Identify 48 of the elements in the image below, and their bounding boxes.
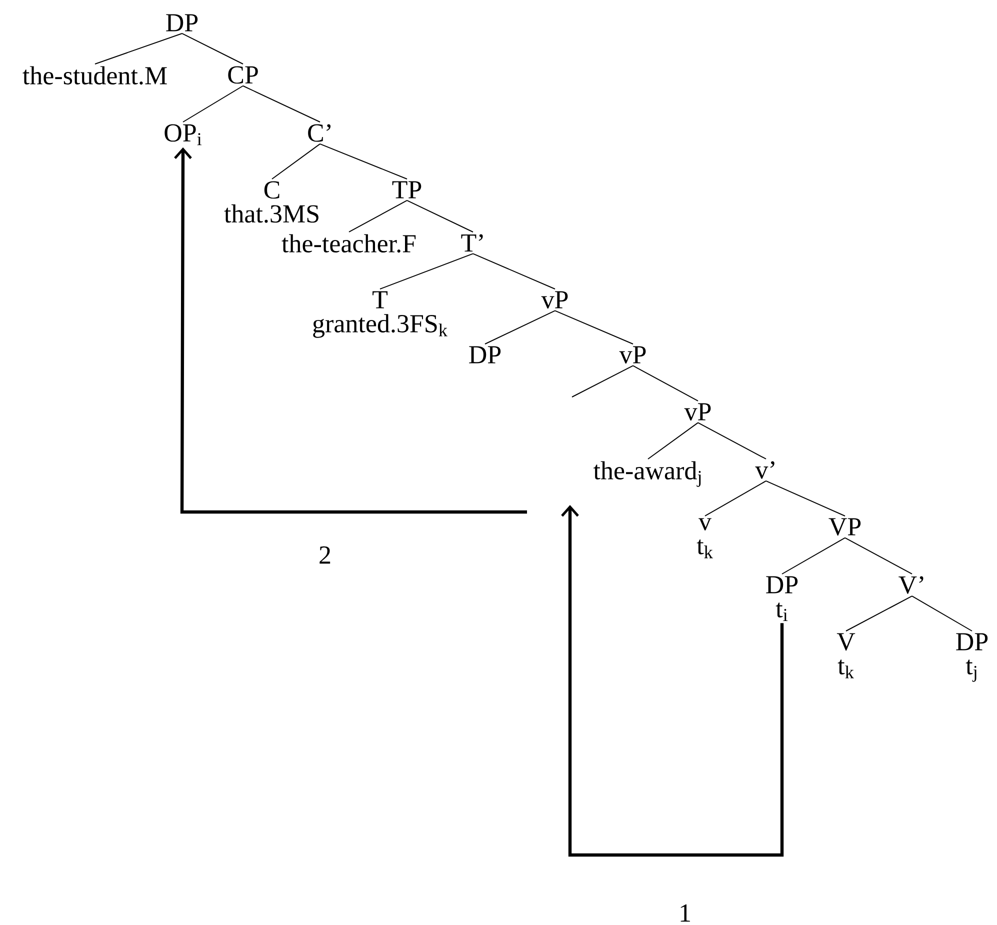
tree-node-label: VP: [828, 518, 861, 536]
branch-line: [484, 310, 556, 344]
tree-node-label: v t$_{k}$: [696, 518, 713, 558]
tree-node-label: T granted.3FS$_{k}$: [313, 291, 448, 338]
tree-node-label: vP: [619, 346, 646, 364]
tree-node-label: vP: [684, 403, 711, 420]
branch-line: [572, 365, 634, 398]
branch-line: [782, 537, 846, 574]
branch-line: [648, 422, 698, 460]
tree-node-label: TP: [392, 181, 422, 198]
tree-node-label: DP t$_{j}$: [956, 633, 988, 682]
tree-node-label: v’: [755, 461, 774, 479]
branch-line: [348, 200, 408, 232]
branch-line: [698, 422, 766, 460]
tree-node-label: CP: [228, 66, 258, 84]
branch-line: [272, 143, 320, 180]
tree-node-label: OP$_{i}$: [164, 124, 202, 146]
branch-line: [320, 143, 408, 180]
tree-node-label: V’: [898, 576, 924, 594]
tree-node-label: T’: [461, 234, 483, 252]
tree-node-label: V t$_{k}$: [836, 633, 856, 678]
tree-node-label: C’: [308, 124, 330, 142]
branch-line: [182, 32, 244, 64]
branch-line: [766, 480, 846, 516]
step-number: 2: [320, 546, 330, 564]
branch-line: [94, 32, 182, 64]
step-number: 1: [680, 904, 690, 922]
movement-arrow: [174, 147, 527, 514]
movement-arrow: [561, 505, 784, 857]
branch-line: [406, 200, 474, 232]
branch-line: [242, 85, 320, 122]
branch-line: [380, 253, 474, 290]
tree-node-label: DP: [166, 14, 198, 32]
branch-line: [846, 596, 912, 632]
tree-node-label: the-student.M: [22, 66, 167, 85]
tree-node-label: the-teacher.F: [282, 234, 416, 253]
branch-line: [844, 537, 912, 574]
branch-line: [472, 253, 556, 290]
branch-line: [182, 85, 244, 122]
tree-node-label: C that.3MS: [224, 181, 318, 223]
branch-line: [704, 480, 766, 516]
tree-node-label: DP t$_{i}$: [766, 576, 798, 621]
tree-node-label: DP: [469, 346, 501, 364]
branch-line: [912, 596, 972, 632]
branch-line: [632, 365, 698, 402]
branch-line: [554, 310, 634, 344]
tree-node-label: the-award$_{j}$: [594, 461, 701, 487]
tree-node-label: vP: [541, 291, 568, 308]
